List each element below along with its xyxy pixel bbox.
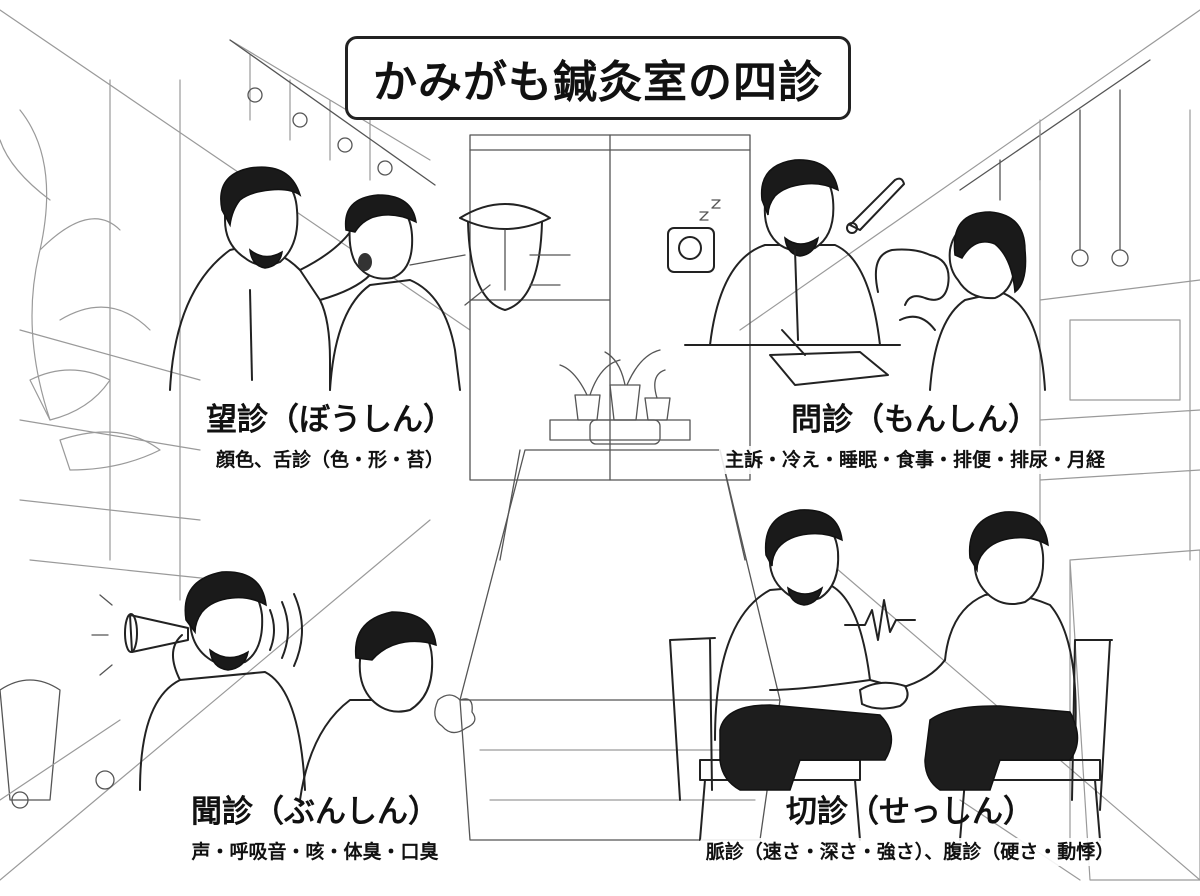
panel-boshin-desc: 顔色、舌診（色・形・苔） xyxy=(130,446,530,474)
panel-monshin-desc-text: 主訴・冷え・睡眠・食事・排便・排尿・月経 xyxy=(718,446,1111,474)
panel-bunshin-desc-text: 声・呼吸音・咳・体臭・口臭 xyxy=(185,838,445,866)
thermometer-icon xyxy=(846,177,905,234)
panel-bunshin-desc: 声・呼吸音・咳・体臭・口臭 xyxy=(100,838,530,866)
tongue-icon xyxy=(409,203,571,311)
room-background xyxy=(0,9,1200,881)
panel-boshin-desc-text: 顔色、舌診（色・形・苔） xyxy=(209,446,450,474)
panel-monshin-title: 問診（もんしん） xyxy=(791,402,1039,438)
panel-setsushin: 切診（せっしん） 脈診（速さ・深さ・強さ）、腹診（硬さ・動悸） xyxy=(630,792,1190,866)
panel-setsushin-title: 切診（せっしん） xyxy=(786,794,1034,830)
ear-trumpet-icon xyxy=(91,594,189,676)
page-title: かみがも鍼灸室の四診 xyxy=(345,36,851,120)
panel-boshin-title: 望診（ぼうしん） xyxy=(206,402,454,438)
panel-bunshin-title: 聞診（ぶんしん） xyxy=(191,794,439,830)
monshin-illustration xyxy=(667,159,1046,391)
setsushin-illustration xyxy=(669,509,1113,841)
panel-monshin-desc: 主訴・冷え・睡眠・食事・排便・排尿・月経 xyxy=(650,446,1180,474)
bunshin-illustration xyxy=(91,571,476,801)
panel-setsushin-desc-text: 脈診（速さ・深さ・強さ）、腹診（硬さ・動悸） xyxy=(699,838,1121,866)
sleeping-face-icon xyxy=(667,199,721,273)
panel-monshin: 問診（もんしん） 主訴・冷え・睡眠・食事・排便・排尿・月経 xyxy=(650,400,1180,474)
boshin-illustration xyxy=(169,166,571,391)
panel-boshin: 望診（ぼうしん） 顔色、舌診（色・形・苔） xyxy=(130,400,530,474)
breath-puff-icon xyxy=(434,694,476,734)
pulse-wave-icon xyxy=(844,599,916,641)
panel-setsushin-desc: 脈診（速さ・深さ・強さ）、腹診（硬さ・動悸） xyxy=(630,838,1190,866)
sound-waves-icon xyxy=(269,593,303,667)
panel-bunshin: 聞診（ぶんしん） 声・呼吸音・咳・体臭・口臭 xyxy=(100,792,530,866)
intestine-icon xyxy=(874,248,950,306)
